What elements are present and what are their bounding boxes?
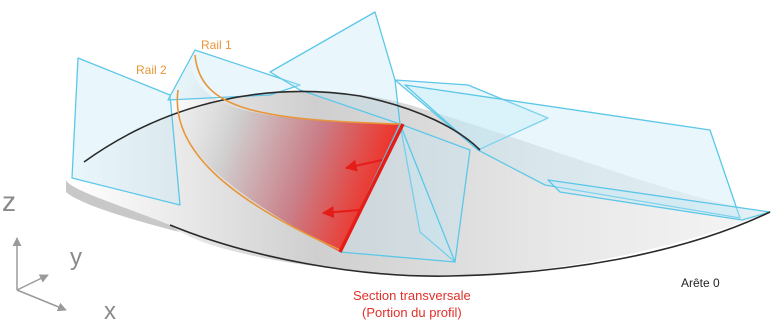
swept-surface	[170, 58, 400, 252]
cross-section-line	[338, 123, 405, 253]
section-arrow-lower	[321, 206, 361, 219]
axis-z-label: z	[2, 186, 16, 217]
section-arrow-upper	[344, 159, 383, 172]
arete-0-label: Arête 0	[681, 276, 720, 290]
panel-mid	[394, 79, 549, 151]
panel-top	[269, 11, 401, 125]
axes-triad	[12, 237, 67, 312]
panel-left	[71, 57, 181, 206]
rail-2-curve	[176, 89, 341, 251]
edge-arete-0	[169, 211, 771, 277]
axis-x-label: x	[104, 298, 116, 325]
base-surface-shadow	[66, 180, 180, 232]
cross-section-label-line2: (Portion du profil)	[362, 305, 462, 320]
panel-right	[404, 84, 741, 219]
cross-section-label-line1: Section transversale	[353, 288, 471, 303]
profile-panels	[71, 11, 771, 263]
panel-tip	[547, 179, 771, 221]
guide-edge-upper	[83, 90, 481, 163]
rail-2-label: Rail 2	[136, 63, 167, 77]
axis-y-line	[16, 274, 49, 291]
axis-y-label: y	[70, 244, 82, 271]
rail-1-label: Rail 1	[201, 38, 232, 52]
cross-section-label: Section transversale (Portion du profil)	[353, 287, 471, 321]
axis-x-line	[16, 289, 67, 312]
rail-1-curve	[194, 54, 401, 125]
